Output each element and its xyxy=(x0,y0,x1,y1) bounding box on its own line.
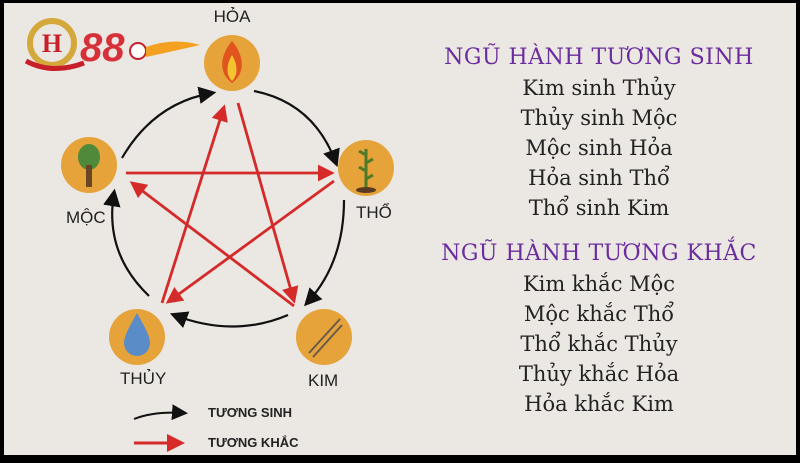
sinh-item: Thủy sinh Mộc xyxy=(520,106,678,130)
q88-logo: H 88 xyxy=(24,18,200,71)
label-moc: MỘC xyxy=(66,208,106,227)
arrow-tho-kim xyxy=(304,199,346,307)
tree-icon xyxy=(78,144,100,170)
node-kim xyxy=(296,309,352,365)
node-moc xyxy=(61,137,117,193)
arrow-hoa-tho xyxy=(253,89,340,168)
khac-item: Kim khắc Mộc xyxy=(522,272,676,296)
arrow-moc-hoa xyxy=(121,86,217,159)
legend-khac-label: TƯƠNG KHẮC xyxy=(208,435,299,450)
label-kim: KIM xyxy=(308,371,339,390)
sinh-item: Thổ sinh Kim xyxy=(528,196,670,220)
node-thuy xyxy=(109,309,165,365)
label-hoa: HỎA xyxy=(213,7,251,26)
water-drop-icon xyxy=(124,313,150,356)
diagram-canvas: H 88 HỎA THỔ KIM THỦY MỘC TƯƠNG SINH TƯƠ… xyxy=(4,3,796,455)
arrow-tho-thuy xyxy=(165,179,335,304)
khac-item: Thổ khắc Thủy xyxy=(520,332,678,356)
tuong-sinh-arrows xyxy=(103,86,346,328)
arrow-thuy-hoa xyxy=(160,104,228,304)
tuong-khac-arrows xyxy=(126,102,335,308)
plant-icon xyxy=(358,149,374,189)
svg-text:88: 88 xyxy=(80,26,125,70)
label-tho: THỔ xyxy=(356,203,392,222)
arrow-thuy-moc xyxy=(103,188,150,297)
five-elements-diagram: H 88 xyxy=(24,18,394,452)
khac-title: NGŨ HÀNH TƯƠNG KHẮC xyxy=(441,241,757,266)
svg-text:H: H xyxy=(42,29,62,58)
arrow-kim-moc xyxy=(129,181,295,308)
metal-tools-icon xyxy=(308,318,343,358)
sinh-item: Hỏa sinh Thổ xyxy=(528,166,670,190)
khac-item: Thủy khắc Hỏa xyxy=(518,362,680,386)
node-tho xyxy=(338,140,394,196)
label-thuy: THỦY xyxy=(120,369,167,388)
sinh-item: Mộc sinh Hỏa xyxy=(525,136,673,160)
khac-item: Hỏa khắc Kim xyxy=(524,392,674,416)
arrow-hoa-kim xyxy=(236,102,299,304)
khac-item: Mộc khắc Thổ xyxy=(523,302,675,326)
node-hoa xyxy=(204,35,260,91)
arrow-kim-thuy xyxy=(169,311,289,328)
sinh-item: Kim sinh Thủy xyxy=(522,76,676,100)
legend-sinh-label: TƯƠNG SINH xyxy=(208,405,292,420)
rules-panel: NGŨ HÀNH TƯƠNG SINH Kim sinh Thủy Thủy s… xyxy=(434,43,764,419)
sinh-title: NGŨ HÀNH TƯƠNG SINH xyxy=(444,45,754,70)
legend-sinh-arrow xyxy=(133,404,188,421)
